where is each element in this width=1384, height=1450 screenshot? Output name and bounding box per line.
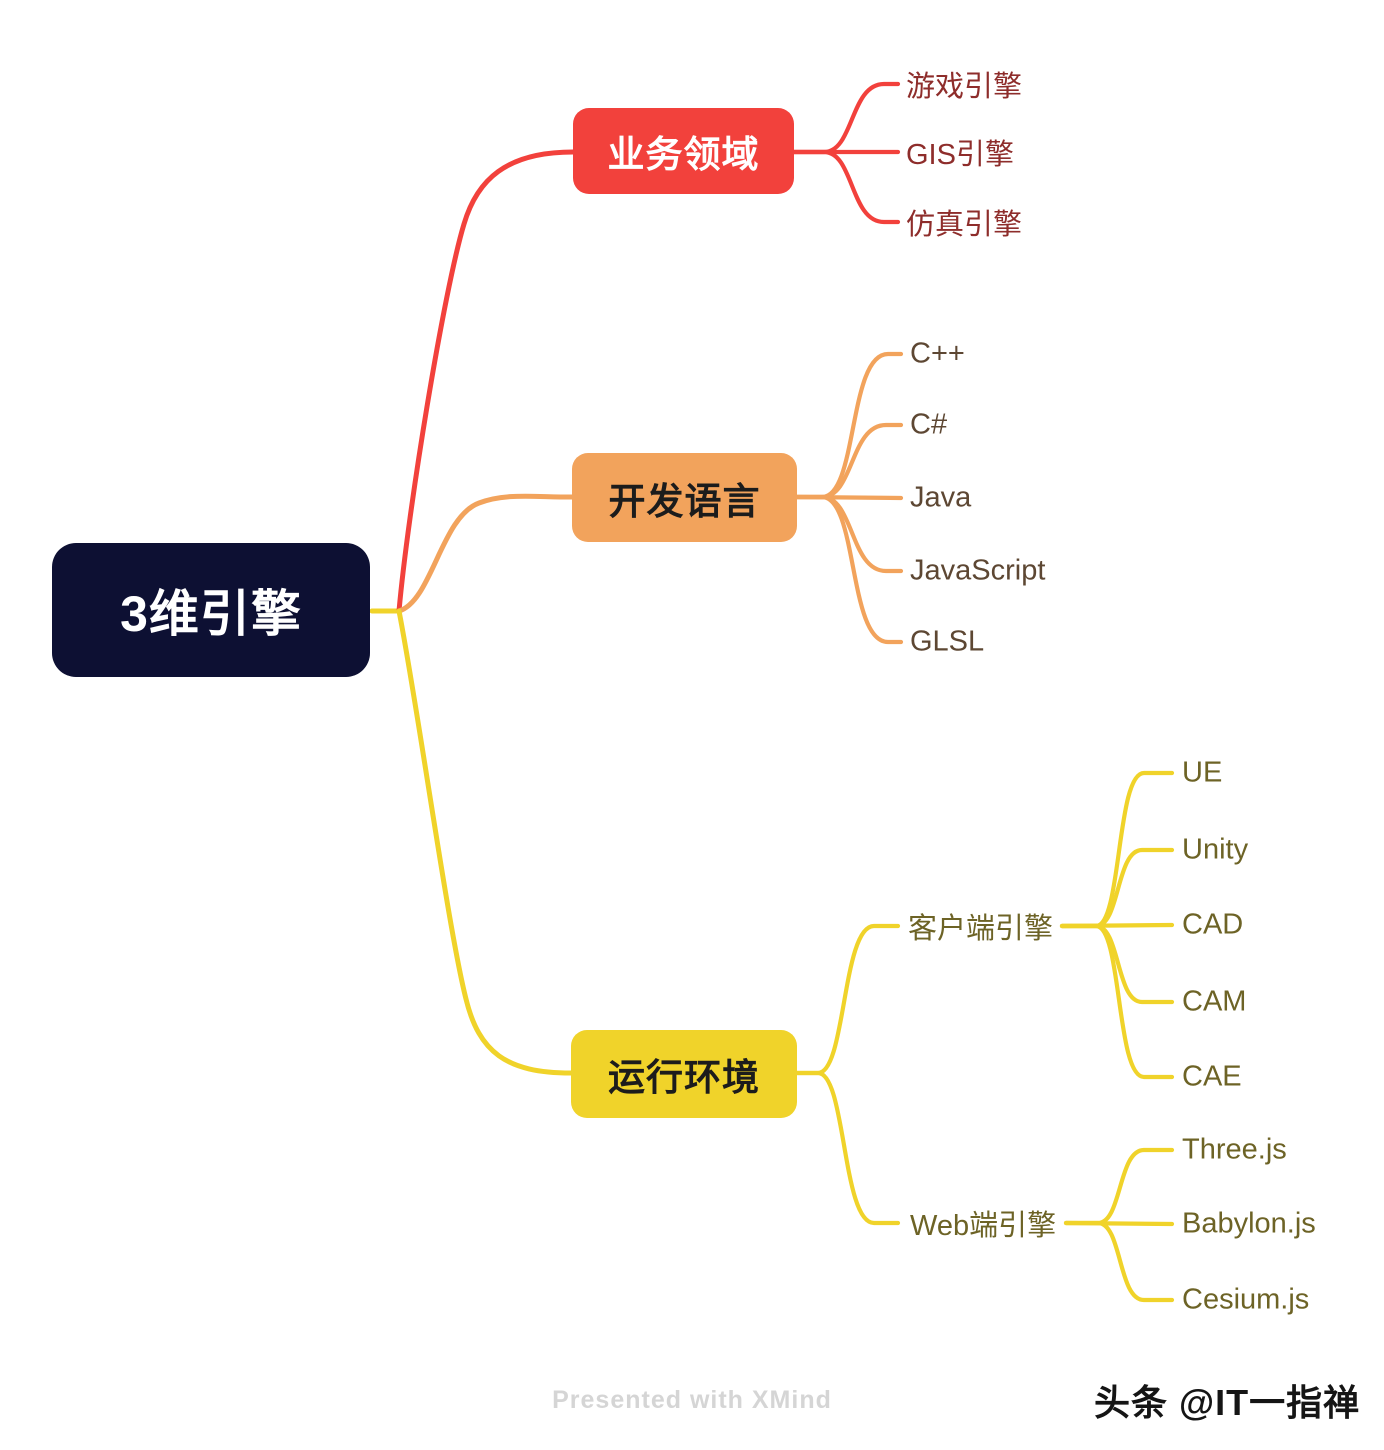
leaf-gis-engine[interactable]: GIS引擎 bbox=[906, 139, 1014, 171]
line-web-engine bbox=[794, 1070, 901, 1226]
leaf-babylonjs[interactable]: Babylon.js bbox=[1182, 1207, 1316, 1240]
leaf-cpp[interactable]: C++ bbox=[910, 337, 965, 370]
line-threejs bbox=[1063, 1147, 1175, 1226]
leaf-cae[interactable]: CAE bbox=[1182, 1060, 1242, 1093]
leaf-java[interactable]: Java bbox=[910, 481, 972, 514]
branch-runtime-env[interactable]: 运行环境 bbox=[571, 1030, 797, 1118]
leaf-threejs[interactable]: Three.js bbox=[1182, 1133, 1287, 1166]
subtopic-web-engine[interactable]: Web端引擎 bbox=[910, 1210, 1057, 1242]
line-cesiumjs bbox=[1063, 1220, 1175, 1303]
line-csharp bbox=[794, 422, 904, 500]
line-game-engine bbox=[791, 81, 901, 155]
branch-dev-language[interactable]: 开发语言 bbox=[572, 453, 797, 542]
branch-line-env bbox=[396, 608, 574, 1076]
leaf-cam[interactable]: CAM bbox=[1182, 985, 1247, 1018]
branch-business-domain[interactable]: 业务领域 bbox=[573, 108, 794, 194]
leaf-game-engine[interactable]: 游戏引擎 bbox=[906, 71, 1023, 103]
root-topic[interactable]: 3维引擎 bbox=[52, 543, 370, 677]
branch-runtime-env-label: 运行环境 bbox=[608, 1057, 760, 1098]
branch-line-biz bbox=[396, 149, 576, 614]
leaf-ue[interactable]: UE bbox=[1182, 756, 1223, 789]
leaf-sim-engine[interactable]: 仿真引擎 bbox=[906, 209, 1023, 241]
toutiao-credit: 头条 @IT一指禅 bbox=[1094, 1382, 1361, 1423]
subtopic-client-engine[interactable]: 客户端引擎 bbox=[908, 913, 1054, 945]
leaf-unity[interactable]: Unity bbox=[1182, 833, 1249, 866]
branch-dev-language-label: 开发语言 bbox=[608, 480, 761, 522]
xmind-watermark: Presented with XMind bbox=[552, 1386, 832, 1414]
root-topic-label: 3维引擎 bbox=[120, 586, 302, 642]
leaf-javascript[interactable]: JavaScript bbox=[910, 554, 1046, 587]
branch-business-domain-label: 业务领域 bbox=[607, 134, 760, 175]
branch-line-lang bbox=[396, 493, 575, 614]
leaf-glsl[interactable]: GLSL bbox=[910, 625, 985, 658]
line-cae bbox=[1059, 923, 1175, 1080]
leaf-cesiumjs[interactable]: Cesium.js bbox=[1182, 1283, 1310, 1316]
leaf-cad[interactable]: CAD bbox=[1182, 908, 1244, 941]
leaf-csharp[interactable]: C# bbox=[910, 408, 948, 441]
line-glsl bbox=[794, 494, 904, 645]
line-sim-engine bbox=[791, 149, 901, 225]
line-javascript bbox=[794, 494, 904, 574]
line-client-engine bbox=[794, 923, 901, 1076]
